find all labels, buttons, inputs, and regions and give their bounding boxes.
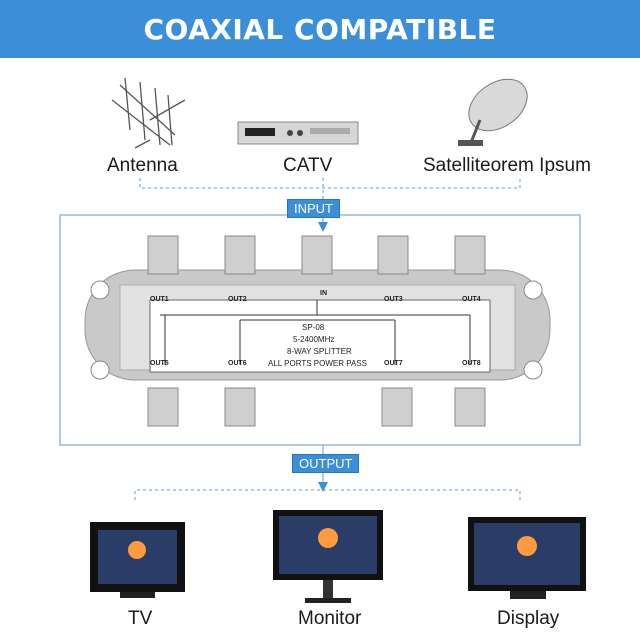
device-type: 8-WAY SPLITTER	[287, 347, 352, 356]
output-label-display: Display	[497, 608, 560, 629]
port-out8: OUT8	[462, 360, 481, 367]
monitor-icon	[273, 510, 383, 603]
port-out3: OUT3	[384, 296, 403, 303]
port-out1: OUT1	[150, 296, 169, 303]
source-label-satellite: Satelliteorem Ipsum	[423, 155, 591, 176]
antenna-icon	[111, 77, 186, 149]
tv-icon	[90, 522, 185, 598]
output-label-tv: TV	[128, 608, 153, 629]
port-out4: OUT4	[462, 296, 481, 303]
port-in: IN	[320, 290, 327, 297]
input-tag: INPUT	[287, 199, 340, 218]
device-power: ALL PORTS POWER PASS	[268, 359, 367, 368]
device-freq: 5-2400MHz	[293, 335, 335, 344]
satellite-dish-icon	[458, 78, 528, 146]
output-label-monitor: Monitor	[298, 608, 362, 629]
port-out2: OUT2	[228, 296, 247, 303]
port-out5: OUT5	[150, 360, 169, 367]
source-label-antenna: Antenna	[107, 155, 178, 176]
output-tag: OUTPUT	[292, 454, 360, 473]
splitter-device	[84, 235, 551, 427]
source-label-catv: CATV	[283, 155, 333, 176]
port-out6: OUT6	[228, 360, 247, 367]
display-icon	[468, 517, 586, 599]
page-title: COAXIAL COMPATIBLE	[0, 0, 640, 58]
catv-device-icon	[237, 121, 359, 145]
device-model: SP-08	[302, 323, 325, 332]
port-out7: OUT7	[384, 360, 403, 367]
